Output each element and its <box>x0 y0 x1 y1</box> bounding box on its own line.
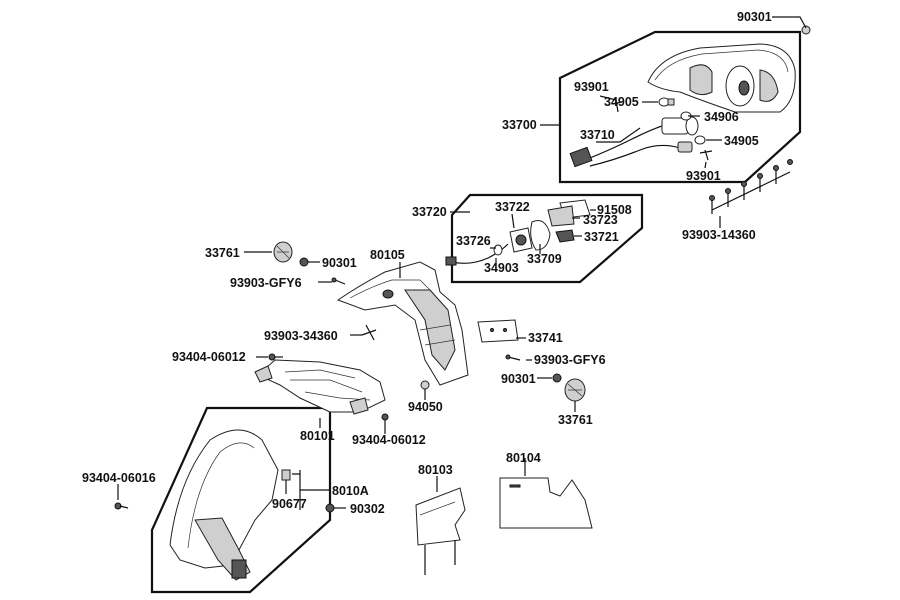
label-93903-gfy6-lower: 93903-GFY6 <box>534 353 606 367</box>
screw-93901-lower <box>699 149 713 161</box>
grommet-94050 <box>420 380 430 396</box>
clip-93903-34360 <box>361 324 377 341</box>
label-94050: 94050 <box>408 400 443 414</box>
label-93901-lower: 93901 <box>686 169 721 183</box>
taillight-wiring-harness <box>569 116 699 168</box>
label-33723: 33723 <box>583 213 618 227</box>
rear-fender-80105 <box>336 261 469 386</box>
label-33720: 33720 <box>412 205 447 219</box>
frame-license-light-assembly <box>450 193 644 284</box>
mudguard-8010A <box>169 429 279 581</box>
license-light-socket-33722 <box>509 227 533 253</box>
license-light-wire-33726 <box>445 243 509 266</box>
screw-93903-gfy6-upper <box>331 277 346 285</box>
label-90301-top: 90301 <box>737 10 772 24</box>
label-33761-lower: 33761 <box>558 413 593 427</box>
bolt-93404-06016 <box>114 502 129 510</box>
screw-93901-upper <box>611 99 623 113</box>
license-light-gasket-33709 <box>530 220 551 251</box>
bulb-34905-upper <box>658 97 675 107</box>
frame-taillight-assembly <box>558 30 802 184</box>
leader-lines <box>117 16 807 510</box>
nut-90301-left <box>299 257 309 267</box>
label-33710: 33710 <box>580 128 615 142</box>
screw-93903-gfy6-lower <box>505 354 521 361</box>
label-80105: 80105 <box>370 248 405 262</box>
label-34903: 34903 <box>484 261 519 275</box>
inner-fender-80101 <box>254 359 386 415</box>
label-34905-lower: 34905 <box>724 134 759 148</box>
label-33709: 33709 <box>527 252 562 266</box>
label-8010A: 8010A <box>332 484 369 498</box>
label-33741: 33741 <box>528 331 563 345</box>
label-93404-06012-left: 93404-06012 <box>172 350 246 364</box>
license-light-cover-33723 <box>547 205 575 227</box>
splash-guard-80104 <box>499 477 593 529</box>
label-34905-upper: 34905 <box>604 95 639 109</box>
taillight-housing <box>647 43 796 113</box>
label-91508: 91508 <box>597 203 632 217</box>
bolt-93404-06012-left <box>268 353 283 361</box>
label-93903-14360: 93903-14360 <box>682 228 756 242</box>
license-light-holder-33721 <box>555 229 575 243</box>
label-90301-right: 90301 <box>501 372 536 386</box>
label-90677: 90677 <box>272 497 307 511</box>
nut-90301-top <box>801 25 811 35</box>
label-33726: 33726 <box>456 234 491 248</box>
label-80101: 80101 <box>300 429 335 443</box>
bolt-93404-06012-bottom <box>381 413 389 428</box>
label-33761-upper: 33761 <box>205 246 240 260</box>
label-93404-06016: 93404-06016 <box>82 471 156 485</box>
mud-flap-80103 <box>415 487 466 575</box>
label-90302: 90302 <box>350 502 385 516</box>
license-plate-bracket-33741 <box>477 319 519 343</box>
label-33722: 33722 <box>495 200 530 214</box>
screw-set-93903-14360 <box>709 159 793 214</box>
label-93901-upper: 93901 <box>574 80 609 94</box>
bulb-34903 <box>493 244 503 256</box>
label-93903-34360: 93903-34360 <box>264 329 338 343</box>
reflector-33761-upper <box>273 241 293 263</box>
label-34906: 34906 <box>704 110 739 124</box>
bulb-34905-lower <box>694 135 706 145</box>
label-93404-06012-bottom: 93404-06012 <box>352 433 426 447</box>
label-33721: 33721 <box>584 230 619 244</box>
label-33700: 33700 <box>502 118 537 132</box>
label-80103: 80103 <box>418 463 453 477</box>
label-90301-left: 90301 <box>322 256 357 270</box>
nut-90302 <box>325 503 335 513</box>
reflector-33761-lower <box>564 378 586 402</box>
part-number-labels: 90301 93901 34905 34906 33700 33710 3490… <box>82 10 772 516</box>
nut-90301-right <box>552 373 562 383</box>
label-80104: 80104 <box>506 451 541 465</box>
nut-90677 <box>281 469 291 481</box>
label-93903-gfy6-upper: 93903-GFY6 <box>230 276 302 290</box>
